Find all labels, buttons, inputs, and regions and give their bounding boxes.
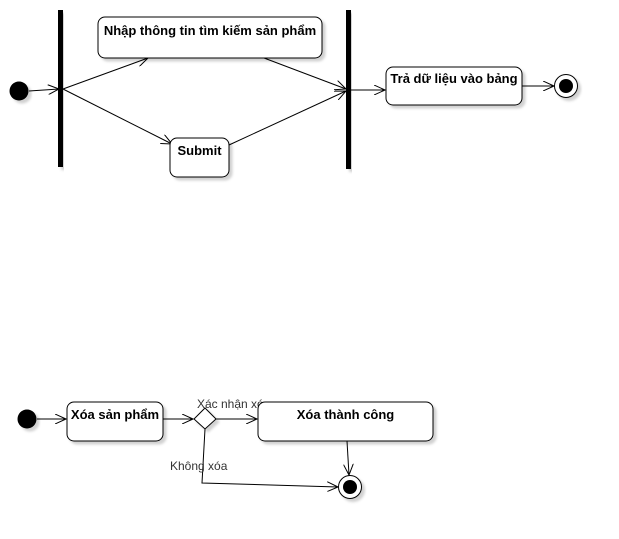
diagram-search: Nhập thông tin tìm kiếm sản phẩm Submit … [9, 10, 578, 178]
flow-fork-to-enter-search [62, 58, 148, 90]
flow-delete-success-to-final [347, 440, 349, 475]
action-enter-search-label: Nhập thông tin tìm kiếm sản phẩm [104, 23, 316, 38]
action-return-data: Trả dữ liệu vào bảng [385, 66, 523, 106]
initial-node [9, 81, 29, 101]
final-node [554, 74, 578, 98]
decision-node [193, 407, 217, 430]
flow-enter-search-to-join [263, 57, 346, 89]
flow-fork-to-submit [62, 88, 172, 144]
action-delete-product-label: Xóa sản phẩm [71, 407, 159, 422]
action-delete-product: Xóa sản phẩm [66, 401, 164, 442]
flow-start-to-fork [28, 89, 59, 91]
action-delete-success: Xóa thành công [257, 401, 434, 442]
action-submit-label: Submit [177, 143, 222, 158]
join-bar [346, 10, 351, 169]
fork-bar [58, 10, 63, 167]
edge-label-confirm: Xác nhận xóa [197, 397, 271, 411]
diagram-delete: Xóa sản phẩm Xác nhận xóa Xóa thành công… [17, 397, 434, 499]
initial-node-2 [17, 409, 37, 429]
final-node-2 [338, 475, 362, 499]
flow-reject-delete [201, 428, 338, 487]
action-enter-search: Nhập thông tin tìm kiếm sản phẩm [97, 16, 323, 59]
edge-label-reject: Không xóa [170, 459, 228, 473]
action-delete-success-label: Xóa thành công [297, 407, 395, 422]
action-submit: Submit [169, 137, 230, 178]
flow-submit-to-join [228, 91, 346, 146]
action-return-data-label: Trả dữ liệu vào bảng [390, 71, 517, 86]
